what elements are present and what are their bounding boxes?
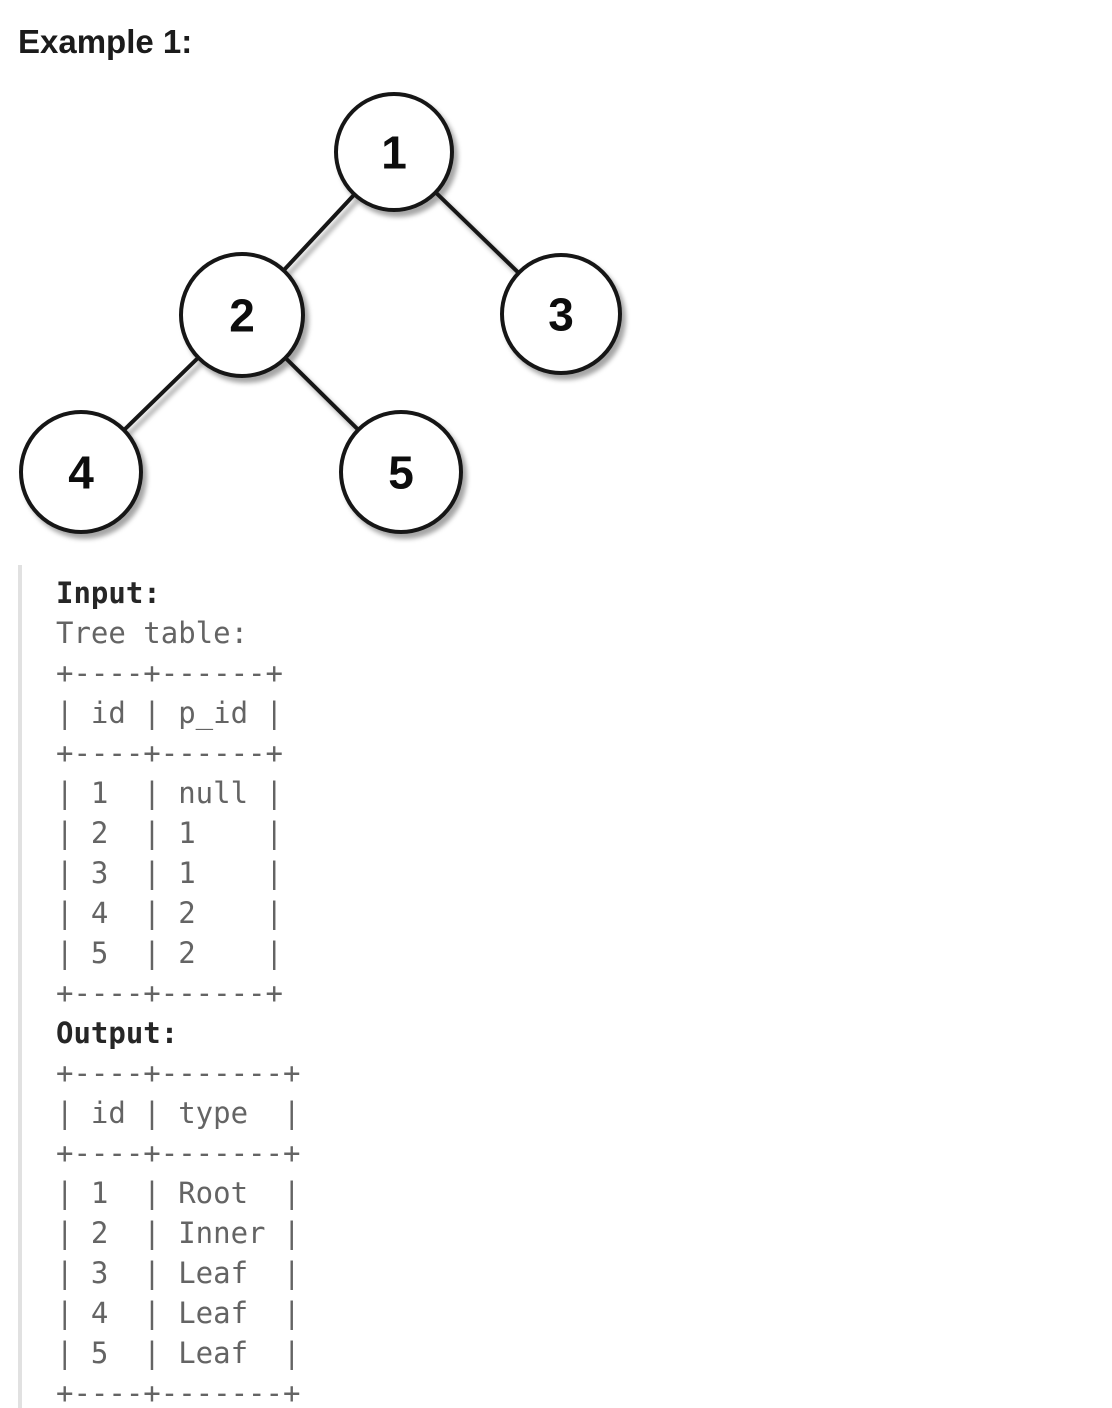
tree-node-labels: 1 2 3 4 5 [68, 127, 574, 499]
code-line: | 3 | Leaf | [56, 1256, 301, 1290]
tree-node-circle-4 [19, 410, 143, 534]
tree-node-label-4: 4 [68, 447, 94, 499]
code-line: | 4 | Leaf | [56, 1296, 301, 1330]
code-line: +----+-------+ [56, 1376, 301, 1408]
code-line: | 1 | null | [56, 776, 283, 810]
tree-shapes [19, 92, 622, 534]
code-line: | 1 | Root | [56, 1176, 301, 1210]
code-line-label: Output: [56, 1016, 179, 1050]
code-line: | 3 | 1 | [56, 856, 283, 890]
code-line: | 5 | Leaf | [56, 1336, 301, 1370]
code-line: +----+-------+ [56, 1136, 301, 1170]
tree-node-label-3: 3 [548, 289, 574, 341]
binary-tree-diagram: 1 2 3 4 5 [18, 85, 650, 547]
code-line: Tree table: [56, 616, 249, 650]
code-line: | 2 | Inner | [56, 1216, 301, 1250]
code-line: +----+------+ [56, 976, 283, 1010]
tree-node-circle-5 [339, 410, 463, 534]
tree-node-label-1: 1 [381, 127, 407, 179]
code-line: | id | type | [56, 1096, 301, 1130]
code-line: +----+------+ [56, 736, 283, 770]
tree-node-circle-2 [179, 252, 305, 378]
code-line: | 4 | 2 | [56, 896, 283, 930]
ascii-io-text: Input: Tree table: +----+------+ | id | p_i… [56, 573, 1112, 1408]
example-io-block: Input: Tree table: +----+------+ | id | p_i… [18, 565, 1112, 1408]
tree-node-label-5: 5 [388, 447, 414, 499]
code-line: | 2 | 1 | [56, 816, 283, 850]
code-line: | 5 | 2 | [56, 936, 283, 970]
tree-svg: 1 2 3 4 5 [19, 92, 622, 534]
tree-node-label-2: 2 [229, 290, 255, 342]
tree-node-circle-1 [334, 92, 454, 212]
code-line: | id | p_id | [56, 696, 283, 730]
code-line: +----+------+ [56, 656, 283, 690]
code-line: +----+-------+ [56, 1056, 301, 1090]
code-line-label: Input: [56, 576, 161, 610]
example-heading: Example 1: [18, 23, 193, 60]
tree-node-circle-3 [500, 253, 622, 375]
